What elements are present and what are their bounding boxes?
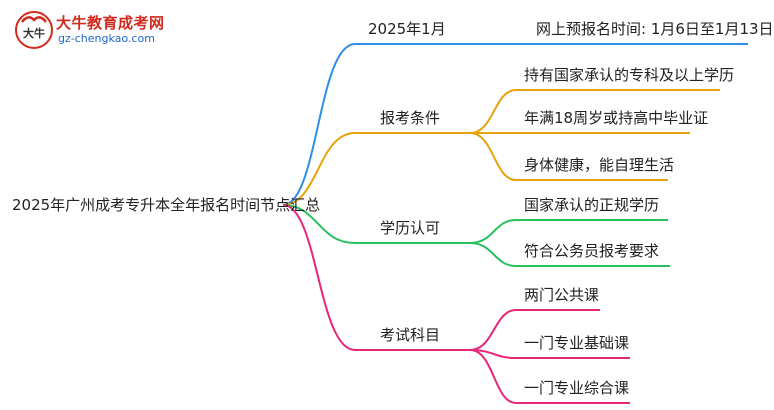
- branch-3-label: 学历认可: [380, 219, 441, 237]
- connector-branch-2-child-3: [469, 132, 517, 181]
- child-3-2: 符合公务员报考要求: [524, 242, 660, 260]
- branch-1-label: 2025年1月: [368, 20, 446, 38]
- child-2-1: 持有国家承认的专科及以上学历: [524, 66, 735, 84]
- connector-root-to-branch-1: [282, 43, 356, 206]
- connector-root-to-branch-4: [282, 204, 356, 351]
- child-4-3: 一门专业综合课: [524, 379, 630, 397]
- connector-branch-2-child-1: [469, 89, 517, 134]
- logo-title: 大牛教育成考网: [56, 14, 165, 32]
- logo-mark-text: 大牛: [23, 26, 45, 40]
- root-node: 2025年广州成考专升本全年报名时间节点汇总: [12, 196, 321, 214]
- logo-url: gz-chengkao.com: [58, 32, 155, 45]
- child-2-2: 年满18周岁或持高中毕业证: [524, 109, 709, 127]
- bull-logo-icon: 大牛: [15, 11, 53, 49]
- child-3-1: 国家承认的正规学历: [524, 196, 660, 214]
- connector-branch-4-child-3: [469, 349, 517, 404]
- connector-branch-3-child-1: [469, 219, 517, 244]
- branch-4-label: 考试科目: [380, 326, 441, 344]
- connector-branch-4-child-1: [469, 309, 517, 351]
- connector-branch-3-child-2: [469, 242, 517, 267]
- connector-root-to-branch-3: [282, 204, 356, 244]
- child-4-2: 一门专业基础课: [524, 334, 630, 352]
- branch-2-label: 报考条件: [380, 109, 441, 127]
- logo: 大牛 大牛教育成考网 gz-chengkao.com: [14, 10, 214, 52]
- child-2-3: 身体健康，能自理生活: [524, 156, 675, 174]
- connector-root-to-branch-2: [282, 132, 356, 206]
- mindmap-connectors: [282, 43, 748, 404]
- child-1-1: 网上预报名时间: 1月6日至1月13日: [536, 20, 774, 38]
- child-4-1: 两门公共课: [524, 286, 600, 304]
